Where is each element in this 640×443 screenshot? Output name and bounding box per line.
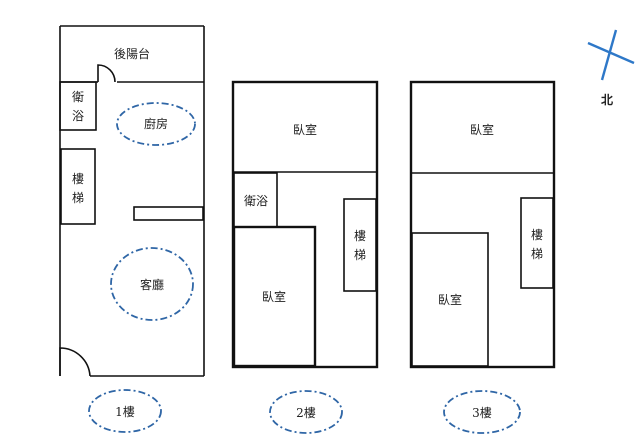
floor1-stairs-label-2: 梯 <box>72 191 84 205</box>
floor1-counter <box>133 206 204 221</box>
floor1-bathroom-wall <box>59 81 97 131</box>
floor2-stairs-label-1: 樓 <box>354 228 366 243</box>
floor2-stairs-label-2: 梯 <box>354 248 366 262</box>
floor1-kitchen-oval <box>116 102 196 146</box>
floor3-label-oval <box>443 390 521 434</box>
north-compass-icon: 北 <box>587 29 635 107</box>
compass-north-label: 北 <box>601 92 613 107</box>
floor3-plan: 臥室 臥室 樓 梯 3樓 <box>409 80 556 434</box>
floor1-bathroom-label-1: 衛 <box>72 90 84 104</box>
compass-north-south-line <box>600 29 618 81</box>
floor1-stairs-label-1: 樓 <box>72 171 84 186</box>
floor3-stairs-label-2: 梯 <box>531 247 543 261</box>
floor2-bedroom-back-wall <box>232 225 317 368</box>
floor1-balcony-door-swing <box>97 64 116 83</box>
floor3-wall-outer <box>409 80 556 369</box>
floor2-bathroom-label: 衛浴 <box>244 194 268 208</box>
floor1-living-room-label: 客廳 <box>140 277 164 292</box>
floor1-front-door-swing <box>59 347 91 377</box>
floor2-bedroom-front-label: 臥室 <box>293 122 317 137</box>
floor3-stairs-wall <box>520 197 554 289</box>
floor1-bathroom-label-2: 浴 <box>72 109 84 123</box>
floor3-stairs-label-1: 樓 <box>531 227 543 242</box>
floor3-bedroom-back-label: 臥室 <box>438 292 462 307</box>
floor2-plan: 臥室 衛浴 臥室 樓 梯 2樓 <box>231 80 379 434</box>
floor1-stairs-wall <box>60 148 96 225</box>
floor2-bedroom-back-label: 臥室 <box>262 289 286 304</box>
floor1-back-balcony-label: 後陽台 <box>114 46 150 61</box>
compass-east-west-line <box>587 41 635 65</box>
floor3-floor-label: 3樓 <box>472 405 492 420</box>
floor2-label-oval <box>269 390 343 434</box>
floor2-stairs-wall <box>343 198 377 292</box>
floor1-floor-label: 1樓 <box>115 404 135 419</box>
floor1-plan: 後陽台 衛 浴 廚房 樓 梯 客廳 1樓 <box>59 25 205 433</box>
floor1-label-oval <box>88 389 162 433</box>
floor1-living-room-oval <box>110 247 194 321</box>
floor3-bedroom-back-wall <box>411 232 489 367</box>
floor2-floor-label: 2樓 <box>296 405 316 420</box>
floor3-bedroom-front-label: 臥室 <box>470 122 494 137</box>
floor1-kitchen-label: 廚房 <box>144 116 168 131</box>
